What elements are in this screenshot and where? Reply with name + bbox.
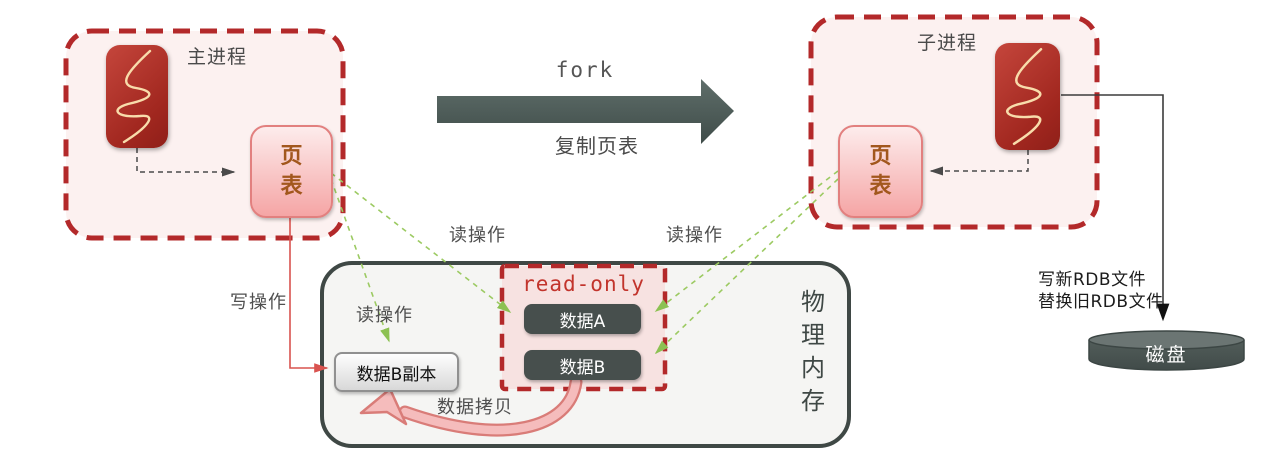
data-b-copy-box: 数据B副本 (334, 352, 459, 392)
fork-label: fork (555, 58, 615, 82)
squiggle-glyph (1006, 47, 1043, 146)
write-arrow-main-to-dataB-copy (289, 216, 329, 373)
page-table-child-label: 页表 (869, 143, 892, 199)
page-table-main: 页表 (250, 125, 333, 218)
fork-subtitle: 复制页表 (555, 134, 639, 158)
child-icon-to-pagetable-connector (929, 150, 1029, 176)
page-table-main-label: 页表 (280, 143, 303, 199)
disk-label: 磁盘 (1145, 344, 1188, 366)
main-icon-to-pagetable-connector (136, 148, 236, 177)
read-op-label-right: 读操作 (666, 225, 723, 246)
write-op-label: 写操作 (230, 292, 287, 313)
squiggle-glyph (116, 49, 152, 144)
read-only-label: read-only (522, 272, 645, 296)
rdb-note-line1: 写新RDB文件 (1038, 270, 1147, 290)
page-table-child: 页表 (838, 125, 923, 218)
read-op-label-left: 读操作 (449, 225, 506, 246)
child-process-label: 子进程 (917, 32, 978, 54)
data-b-box: 数据B (524, 350, 641, 380)
main-process-label: 主进程 (187, 46, 248, 68)
data-copy-arrowhead (359, 387, 408, 426)
data-a-box: 数据A (524, 304, 641, 334)
rdb-note: 写新RDB文件 替换旧RDB文件 (1038, 269, 1164, 313)
physical-memory-label: 物理内存 (801, 288, 825, 415)
rdb-note-line2: 替换旧RDB文件 (1038, 292, 1164, 312)
redis-process-icon-main (106, 45, 168, 148)
redis-process-icon-child (995, 43, 1060, 150)
data-copy-label: 数据拷贝 (437, 397, 513, 418)
read-op-label-inner: 读操作 (356, 305, 413, 326)
